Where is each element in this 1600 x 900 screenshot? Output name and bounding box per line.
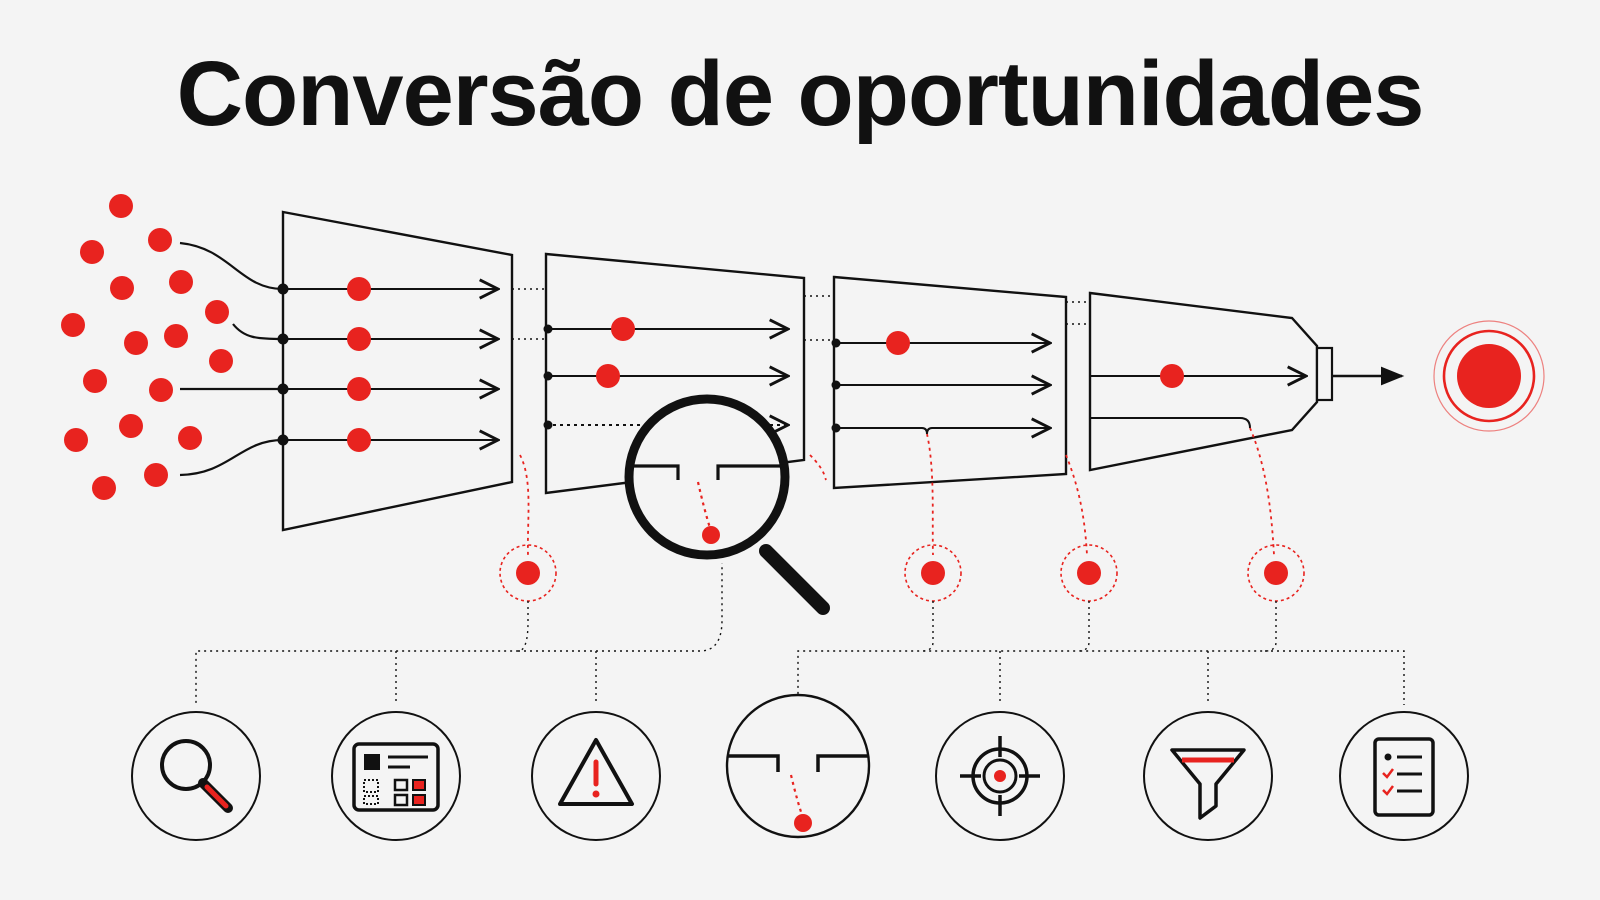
stage-connectors-2: [804, 295, 834, 341]
funnel-stage-4: [1088, 291, 1405, 472]
stage-connectors-1: [512, 288, 546, 340]
magnifier-icon: [624, 394, 830, 615]
target-icon: [935, 711, 1065, 841]
stage-connectors-3: [1066, 301, 1090, 325]
funnel-icon: [1143, 711, 1273, 841]
converted-opportunity: [1433, 320, 1545, 432]
leak-markers: [499, 544, 1305, 602]
leak-marker-3: [1060, 544, 1118, 602]
checklist-icon: [1339, 711, 1469, 841]
input-leads: [61, 194, 233, 500]
dashboard-icon: [331, 711, 461, 841]
leak-marker-4: [1247, 544, 1305, 602]
icon-connector-tree: [195, 563, 1405, 705]
input-curves: [179, 241, 284, 477]
funnel-stage-1: [277, 210, 514, 532]
gap-leak-icon: [725, 693, 871, 839]
search-icon: [131, 711, 261, 841]
page-title: Conversão de oportunidades: [176, 43, 1425, 145]
funnel-stage-3: [831, 275, 1068, 490]
warning-icon: [531, 711, 661, 841]
